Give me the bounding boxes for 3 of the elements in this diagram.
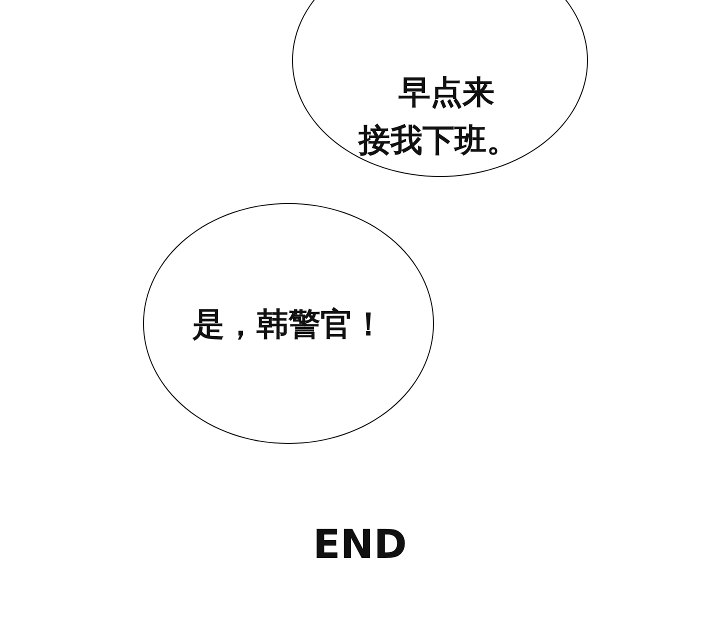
speech-text: 早点来接我下班。 [358,72,520,160]
speech-text: 是，韩警官！ [192,304,384,344]
end-text: END [312,522,408,568]
